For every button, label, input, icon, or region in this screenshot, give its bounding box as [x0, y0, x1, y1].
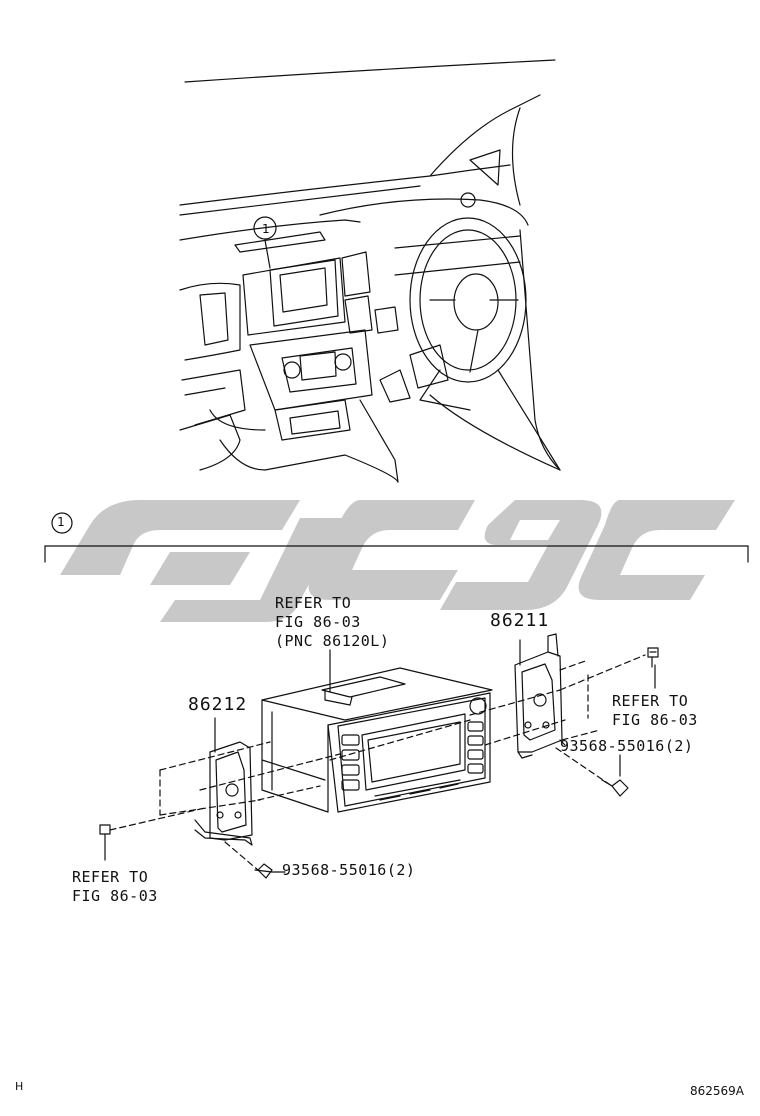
corner-left-code: H	[15, 1080, 24, 1093]
bolt-right-icon	[601, 754, 629, 797]
leader-lines	[254, 739, 566, 873]
bolt-left-lower-icon	[257, 863, 286, 879]
refer-top-line3: (PNC 86120L)	[275, 632, 390, 650]
refer-top-line2: FIG 86-03	[275, 613, 361, 631]
refer-right-line2: FIG 86-03	[612, 711, 698, 729]
phantom-lines	[109, 654, 646, 871]
part-number-bolt-left: 93568-55016(2)	[282, 861, 416, 879]
section-divider	[44, 512, 749, 563]
bracket-left-86212	[194, 717, 253, 846]
part-number-bolt-right: 93568-55016(2)	[560, 737, 694, 755]
bolt-top-right-icon	[647, 647, 659, 689]
audio-head-unit	[261, 649, 493, 813]
svg-text:1: 1	[262, 222, 270, 236]
refer-left-line2: FIG 86-03	[72, 887, 158, 905]
bolt-left-icon	[99, 824, 111, 861]
part-number-86212: 86212	[188, 694, 248, 715]
part-number-86211: 86211	[490, 610, 550, 631]
watermark-logo	[60, 500, 735, 622]
refer-right-line1: REFER TO	[612, 692, 689, 710]
illustration-number: 862569A	[690, 1084, 745, 1098]
dashboard-overview: 1	[179, 59, 561, 483]
refer-left-line1: REFER TO	[72, 868, 149, 886]
refer-top-line1: REFER TO	[275, 594, 352, 612]
section-ref-marker: 1	[57, 515, 65, 529]
bolt-icons	[99, 647, 659, 879]
